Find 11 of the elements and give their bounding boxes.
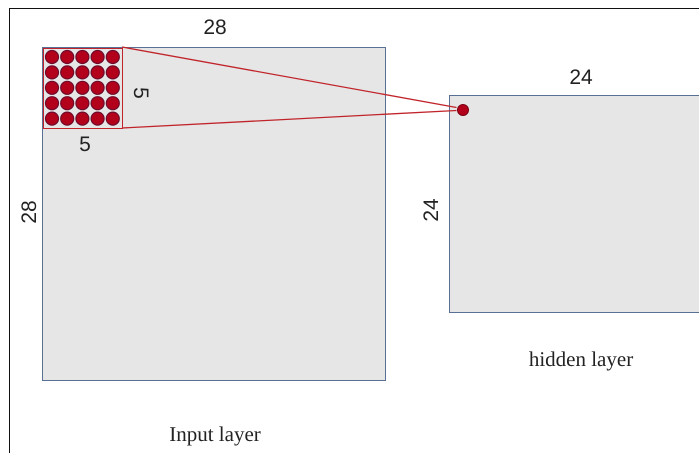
hidden-neuron-dot [457, 104, 469, 116]
connection-line [122, 110, 457, 129]
dimension-label: 28 [18, 200, 42, 224]
connection-line [122, 46, 457, 108]
dimension-label: 5 [79, 133, 91, 157]
dimension-label: 24 [420, 198, 444, 222]
dimension-label: 28 [203, 16, 227, 40]
dimension-label: 24 [569, 66, 593, 90]
layer-caption: Input layer [168, 422, 262, 447]
layer-caption: hidden layer [528, 347, 634, 372]
dimension-label: 5 [128, 87, 152, 99]
